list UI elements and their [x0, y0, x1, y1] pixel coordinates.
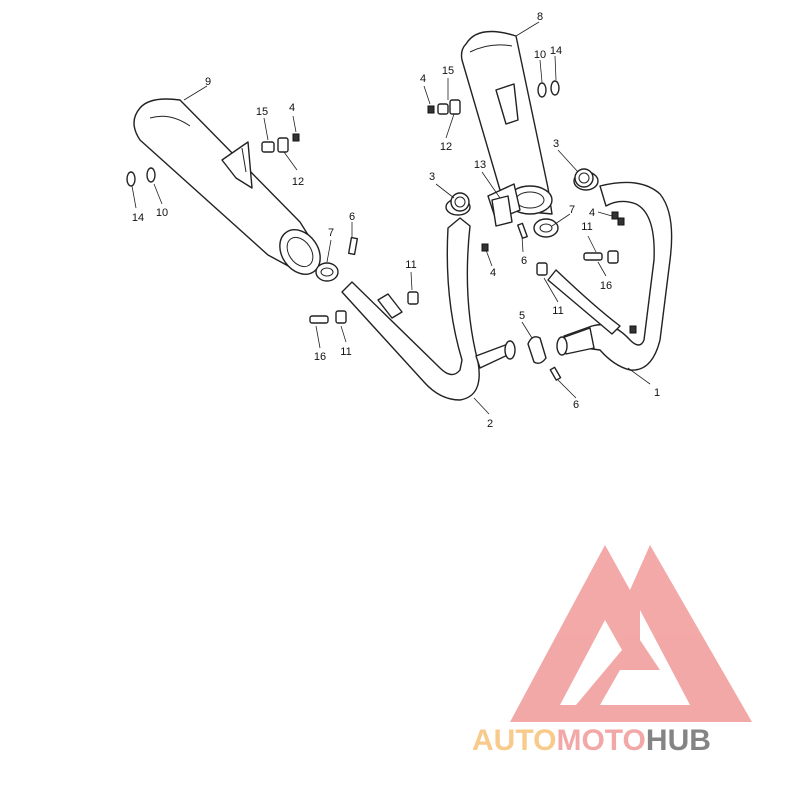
callout-1: 1 — [654, 387, 660, 399]
callout-6: 6 — [349, 211, 355, 223]
callout-4: 4 — [490, 267, 496, 279]
callout-11: 11 — [581, 221, 592, 233]
callout-12: 12 — [292, 176, 304, 188]
callout-4: 4 — [289, 102, 295, 114]
callout-7: 7 — [569, 204, 575, 216]
callout-9: 9 — [205, 76, 211, 88]
callout-15: 15 — [442, 65, 454, 77]
callout-14: 14 — [550, 45, 562, 57]
header-pipe-2 — [341, 198, 516, 401]
callout-3: 3 — [553, 138, 559, 150]
callout-4: 4 — [420, 73, 426, 85]
watermark-hub-text: HUB — [646, 724, 711, 757]
watermark-logo-icon — [510, 545, 752, 722]
callout-3: 3 — [429, 171, 435, 183]
callout-16: 16 — [600, 280, 612, 292]
callout-13: 13 — [474, 159, 486, 171]
svg-text:AUTOMOTOHUB: AUTOMOTOHUB — [472, 724, 711, 757]
callout-8: 8 — [537, 11, 543, 23]
callout-5: 5 — [519, 310, 525, 322]
callout-14: 14 — [132, 212, 144, 224]
muffler-left — [133, 98, 321, 275]
leader-lines — [131, 21, 651, 415]
callout-11: 11 — [340, 346, 351, 358]
callout-7: 7 — [328, 227, 334, 239]
watermark-moto-text: MOTO — [556, 724, 645, 757]
callout-10: 10 — [156, 207, 168, 219]
callout-11: 11 — [405, 259, 416, 271]
callout-11: 11 — [552, 305, 563, 317]
callout-12: 12 — [440, 141, 452, 153]
callout-4: 4 — [589, 207, 595, 219]
callout-10: 10 — [534, 49, 546, 61]
automotohub-watermark: AUTOMOTOHUB — [472, 545, 752, 757]
callout-16: 16 — [314, 351, 326, 363]
watermark-auto-text: AUTO — [472, 724, 556, 757]
header-pipe-1 — [547, 171, 673, 371]
muffler-right — [460, 30, 553, 221]
callout-6: 6 — [573, 399, 579, 411]
callout-2: 2 — [487, 418, 493, 430]
callout-labels: 1 2 3 3 4 4 4 4 5 6 6 6 7 7 8 9 10 10 11… — [132, 11, 660, 430]
callout-15: 15 — [256, 106, 268, 118]
callout-6: 6 — [521, 255, 527, 267]
small-parts — [126, 80, 637, 381]
